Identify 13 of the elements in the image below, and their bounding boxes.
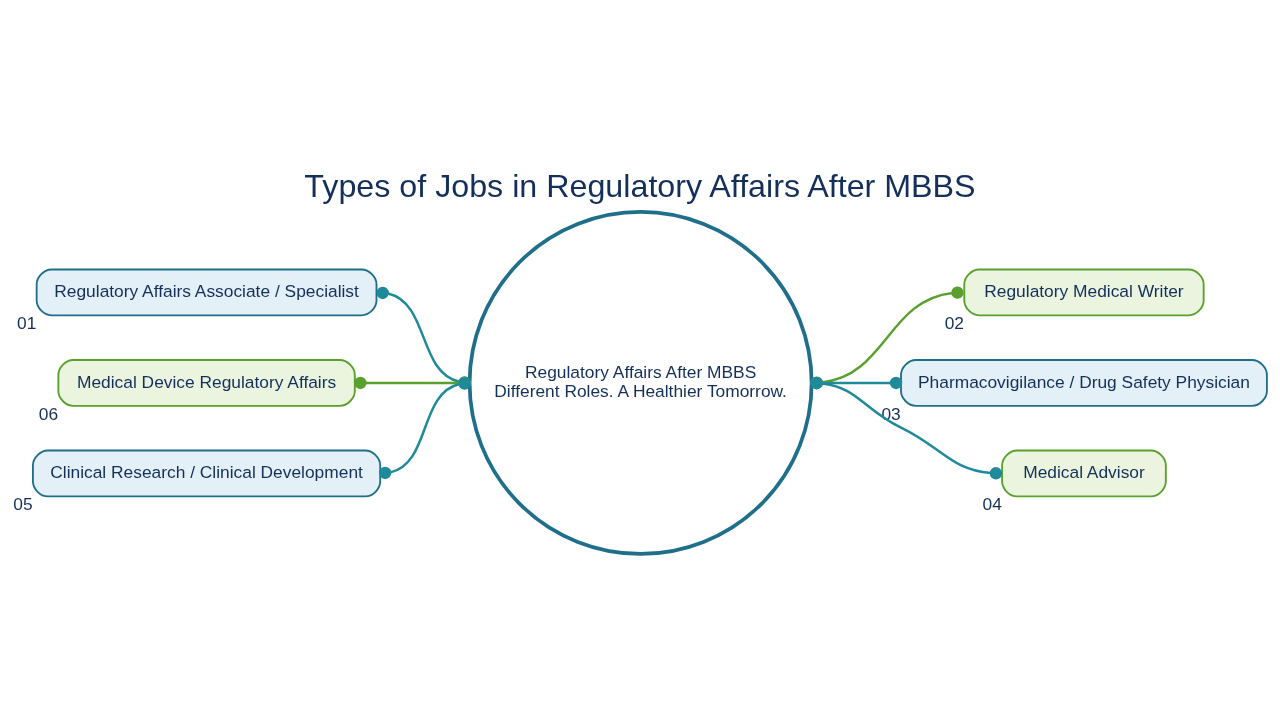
node-label: 06 bbox=[38, 403, 59, 424]
node-circle: Regulatory Affairs After MBBS Different Roles. A Healthier Tomorrow. bbox=[467, 210, 814, 556]
node-label: 04 bbox=[982, 494, 1002, 515]
node-label: 01 bbox=[17, 313, 37, 334]
diagram-title: Types of Jobs in Regulatory Affairs After MBBS bbox=[304, 167, 976, 204]
node-box: Regulatory Affairs Associate / Specialist bbox=[35, 268, 378, 317]
node-box: Medical Advisor bbox=[1001, 449, 1167, 498]
node-box: Medical Device Regulatory Affairs bbox=[57, 359, 356, 407]
node-box: Pharmacovigilance / Drug Safety Physician bbox=[900, 359, 1268, 407]
node-label: 02 bbox=[944, 313, 965, 334]
node-box: Regulatory Medical Writer bbox=[963, 268, 1205, 317]
node-label: 05 bbox=[13, 494, 33, 515]
node-box: Clinical Research / Clinical Development bbox=[32, 449, 382, 498]
